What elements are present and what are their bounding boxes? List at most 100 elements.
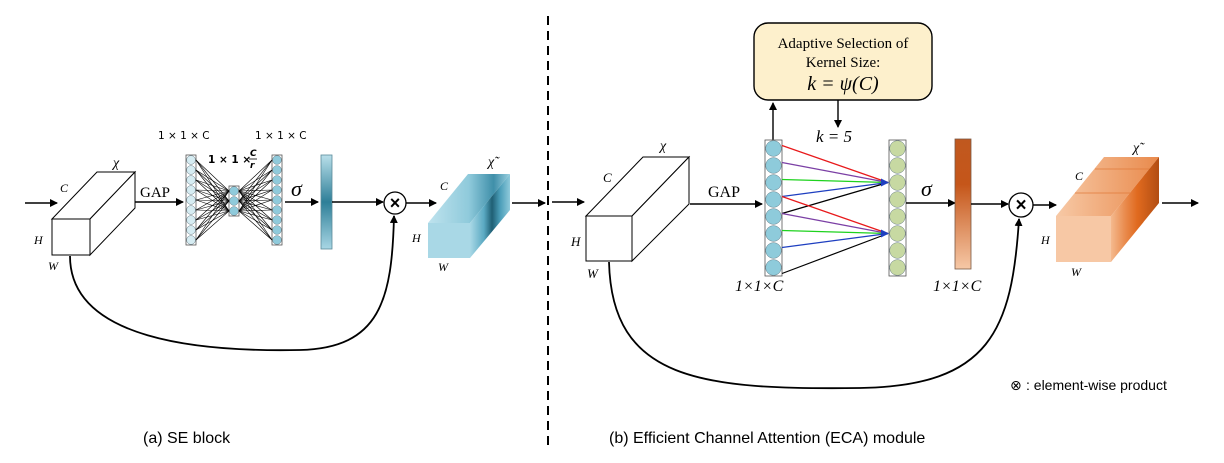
eca-weighted-node <box>889 157 906 174</box>
se-fc-edge <box>195 200 230 241</box>
se-fc2-node <box>272 155 282 165</box>
se-caption: (a) SE block <box>143 430 231 447</box>
se-fc2-node <box>272 215 282 225</box>
se-dim-c: C <box>60 181 69 195</box>
se-fc2-node <box>272 235 282 245</box>
se-input-tensor <box>50 170 137 257</box>
kernel-box-formula: k = ψ(C) <box>807 73 879 95</box>
se-bottleneck-den: r <box>250 161 255 171</box>
eca-out-h: H <box>1040 233 1051 247</box>
eca-pooled-node <box>765 259 782 276</box>
eca-skip-connection <box>608 218 1023 390</box>
eca-weights-dims: 1×1×C <box>933 278 982 295</box>
legend-otimes-icon: ⊗ <box>1010 377 1022 393</box>
eca-pooled-node <box>765 140 782 157</box>
se-fc1-dims: 1 × 1 × C <box>158 130 210 142</box>
se-fc-edge <box>195 190 230 201</box>
eca-pooled-node <box>765 157 782 174</box>
k-value-label: k = 5 <box>816 127 852 146</box>
eca-pooled-node <box>765 174 782 191</box>
se-fc-edge <box>238 199 273 212</box>
se-fc-edge <box>238 189 273 212</box>
se-fc-edge <box>238 179 273 212</box>
kernel-size-box: Adaptive Selection of Kernel Size: k = ψ… <box>753 22 933 101</box>
eca-out-c: C <box>1075 169 1084 183</box>
eca-conv-edge <box>781 181 889 198</box>
eca-module-panel: χ C H W GAP Adaptive Selection of Kernel… <box>552 22 1199 447</box>
se-skip-connection <box>69 215 398 352</box>
eca-gap-label: GAP <box>708 184 740 201</box>
eca-weighted-node <box>889 259 906 276</box>
eca-conv-edge <box>781 195 889 235</box>
eca-weighted-node <box>889 225 906 242</box>
eca-conv-edge <box>781 181 889 215</box>
se-fc1-node <box>186 175 196 185</box>
eca-weighted-node <box>889 242 906 259</box>
se-fc-edge <box>238 159 273 192</box>
se-out-w: W <box>438 260 449 274</box>
se-fc1-node <box>186 225 196 235</box>
eca-out-w: W <box>1071 265 1082 279</box>
se-fc1-node <box>186 195 196 205</box>
se-fc2-node <box>272 225 282 235</box>
eca-pooled-node <box>765 191 782 208</box>
eca-weighted-node <box>889 208 906 225</box>
eca-pooled-node <box>765 225 782 242</box>
eca-conv-edge <box>781 212 889 235</box>
se-fc-edge <box>195 169 230 192</box>
se-bottleneck-dims: 1 × 1 × <box>208 154 251 166</box>
se-fc2-node <box>272 175 282 185</box>
legend: ⊗ : element-wise product <box>1010 377 1167 393</box>
eca-dim-w: W <box>587 266 599 281</box>
eca-input-tensor <box>584 155 691 263</box>
eca-conv-edge <box>781 229 889 235</box>
se-attention-weights <box>320 154 333 250</box>
se-bottleneck-num: C <box>250 149 257 159</box>
se-fc1-node <box>186 165 196 175</box>
se-fc2-node <box>272 185 282 195</box>
kernel-box-line2: Kernel Size: <box>806 55 881 71</box>
se-fc2-node <box>272 165 282 175</box>
se-dim-w: W <box>48 259 59 273</box>
eca-output-tensor <box>1056 157 1159 262</box>
se-fc-edge <box>195 159 230 192</box>
se-output-label: χ̃ <box>486 155 500 170</box>
se-fc1-node <box>186 185 196 195</box>
se-fc-edge <box>238 210 273 231</box>
eca-weighted-node <box>889 174 906 191</box>
se-out-c: C <box>440 179 449 193</box>
eca-conv-edge <box>781 178 889 184</box>
eca-pooled-dims: 1×1×C <box>735 278 784 295</box>
se-fc1-node <box>186 155 196 165</box>
se-fc-edge <box>195 190 230 231</box>
se-block-panel: χ C H W GAP 1 × 1 × C 1 × 1 × C r 1 × 1 … <box>25 130 546 447</box>
eca-dim-h: H <box>570 234 581 249</box>
se-fc-edge <box>195 190 230 211</box>
se-fc-edge <box>195 210 230 241</box>
eca-conv-edge <box>781 232 889 249</box>
eca-pooled-node <box>765 208 782 225</box>
se-fc-edge <box>238 169 273 212</box>
eca-pooled-node <box>765 242 782 259</box>
se-multiply-op: × <box>383 191 407 215</box>
se-fc-edge <box>238 210 273 221</box>
eca-weighted-node <box>889 191 906 208</box>
se-gap-label: GAP <box>140 185 170 201</box>
eca-conv-arrowhead <box>881 229 889 238</box>
eca-caption: (b) Efficient Channel Attention (ECA) mo… <box>609 430 925 447</box>
se-fc-network <box>185 154 283 246</box>
eca-1d-conv <box>764 139 907 277</box>
se-bottleneck-node <box>229 186 239 196</box>
se-fc1-node <box>186 235 196 245</box>
se-dim-h: H <box>33 233 44 247</box>
se-out-h: H <box>411 231 422 245</box>
eca-sigma-label: σ <box>921 176 933 201</box>
eca-weighted-node <box>889 140 906 157</box>
se-fc1-node <box>186 205 196 215</box>
eca-conv-edge <box>781 232 889 275</box>
se-fc-edge <box>238 159 273 202</box>
eca-conv-arrowhead <box>881 178 889 187</box>
eca-dim-c: C <box>603 170 612 185</box>
se-fc2-dims: 1 × 1 × C <box>255 130 307 142</box>
se-sigma-label: σ <box>291 176 303 201</box>
